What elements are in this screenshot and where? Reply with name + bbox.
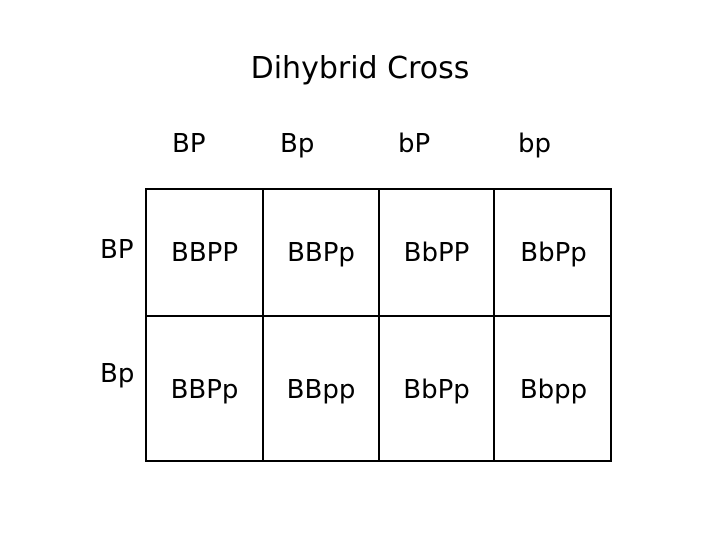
- punnett-cell-r1c1: BBpp: [262, 317, 378, 462]
- punnett-row-header-0: BP: [100, 235, 134, 265]
- table-row: BBPp BBpp BbPp Bbpp: [147, 315, 610, 462]
- punnett-cell-r1c0: BBPp: [170, 374, 239, 405]
- punnett-cell-r0c1: BBPp: [262, 190, 378, 315]
- punnett-cell-r1c2: BbPp: [378, 317, 493, 462]
- punnett-column-header-0: BP: [172, 129, 206, 159]
- punnett-column-header-row: BP Bp bP bp: [145, 128, 612, 168]
- punnett-row-header-column: BP Bp: [95, 188, 145, 462]
- punnett-row-header-1: Bp: [100, 359, 135, 389]
- punnett-cell-r1c3: Bbpp: [493, 317, 612, 462]
- punnett-column-header-2: bP: [398, 129, 431, 159]
- punnett-column-header-1: Bp: [280, 129, 315, 159]
- punnett-cell-r0c2: BbPP: [378, 190, 493, 315]
- punnett-square-grid: BBPP BBPp BbPP BbPp BBPp BBpp BbPp Bbpp: [145, 188, 612, 462]
- table-row: BBPP BBPp BbPP BbPp: [147, 190, 610, 315]
- punnett-cell-r0c0: BBPP: [170, 237, 239, 268]
- page-title: Dihybrid Cross: [250, 51, 470, 86]
- punnett-cell-r0c3: BbPp: [493, 190, 612, 315]
- punnett-column-header-3: bp: [518, 129, 552, 159]
